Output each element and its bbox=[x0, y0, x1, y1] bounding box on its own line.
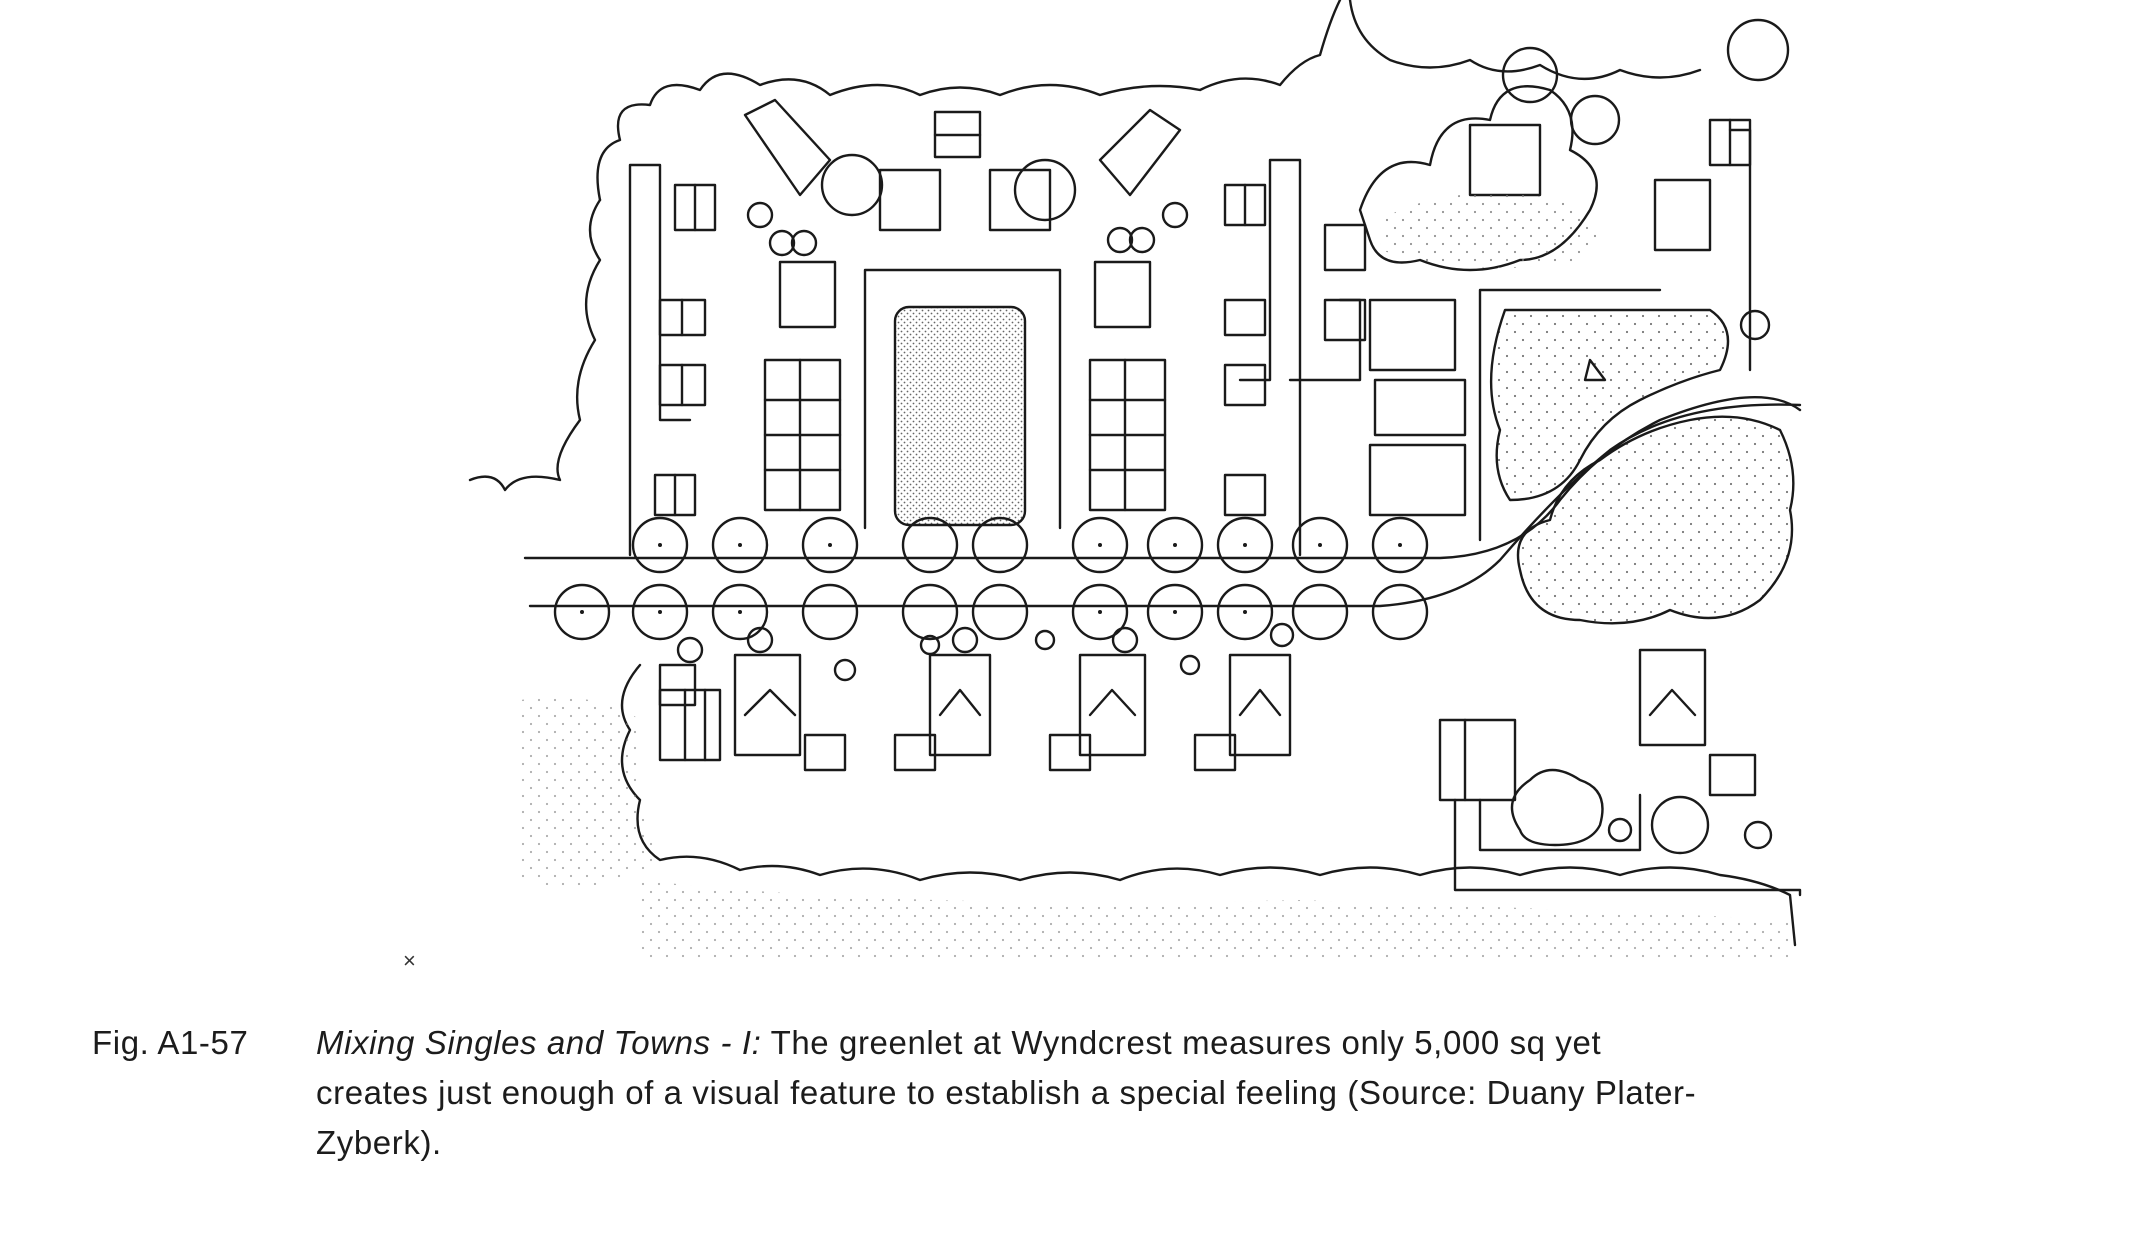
figure-number: Fig. A1-57 bbox=[92, 1024, 249, 1061]
woods-edge-top bbox=[596, 0, 1702, 202]
woods-edge-left bbox=[468, 198, 602, 492]
caption-line-2: creates just enough of a visual feature … bbox=[316, 1074, 1697, 1111]
greenlet-icon bbox=[893, 305, 1027, 527]
site-plan-drawing bbox=[468, 0, 1802, 960]
street-south bbox=[528, 403, 1802, 608]
caption-line-1: Mixing Singles and Towns - I: The greenl… bbox=[316, 1018, 2052, 1068]
stray-mark: × bbox=[403, 948, 416, 973]
meadow-area bbox=[1489, 308, 1730, 502]
caption-body: Mixing Singles and Towns - I: The greenl… bbox=[316, 1018, 2052, 1168]
house-footprint-icon bbox=[653, 98, 1752, 517]
caption-text-1: The greenlet at Wyndcrest measures only … bbox=[770, 1024, 1602, 1061]
woods-edge-right bbox=[1358, 85, 1598, 272]
street-tree-icon bbox=[553, 153, 1771, 682]
caption-line-3: Zyberk). bbox=[316, 1124, 442, 1161]
figure-title: Mixing Singles and Towns - I: bbox=[316, 1024, 762, 1061]
